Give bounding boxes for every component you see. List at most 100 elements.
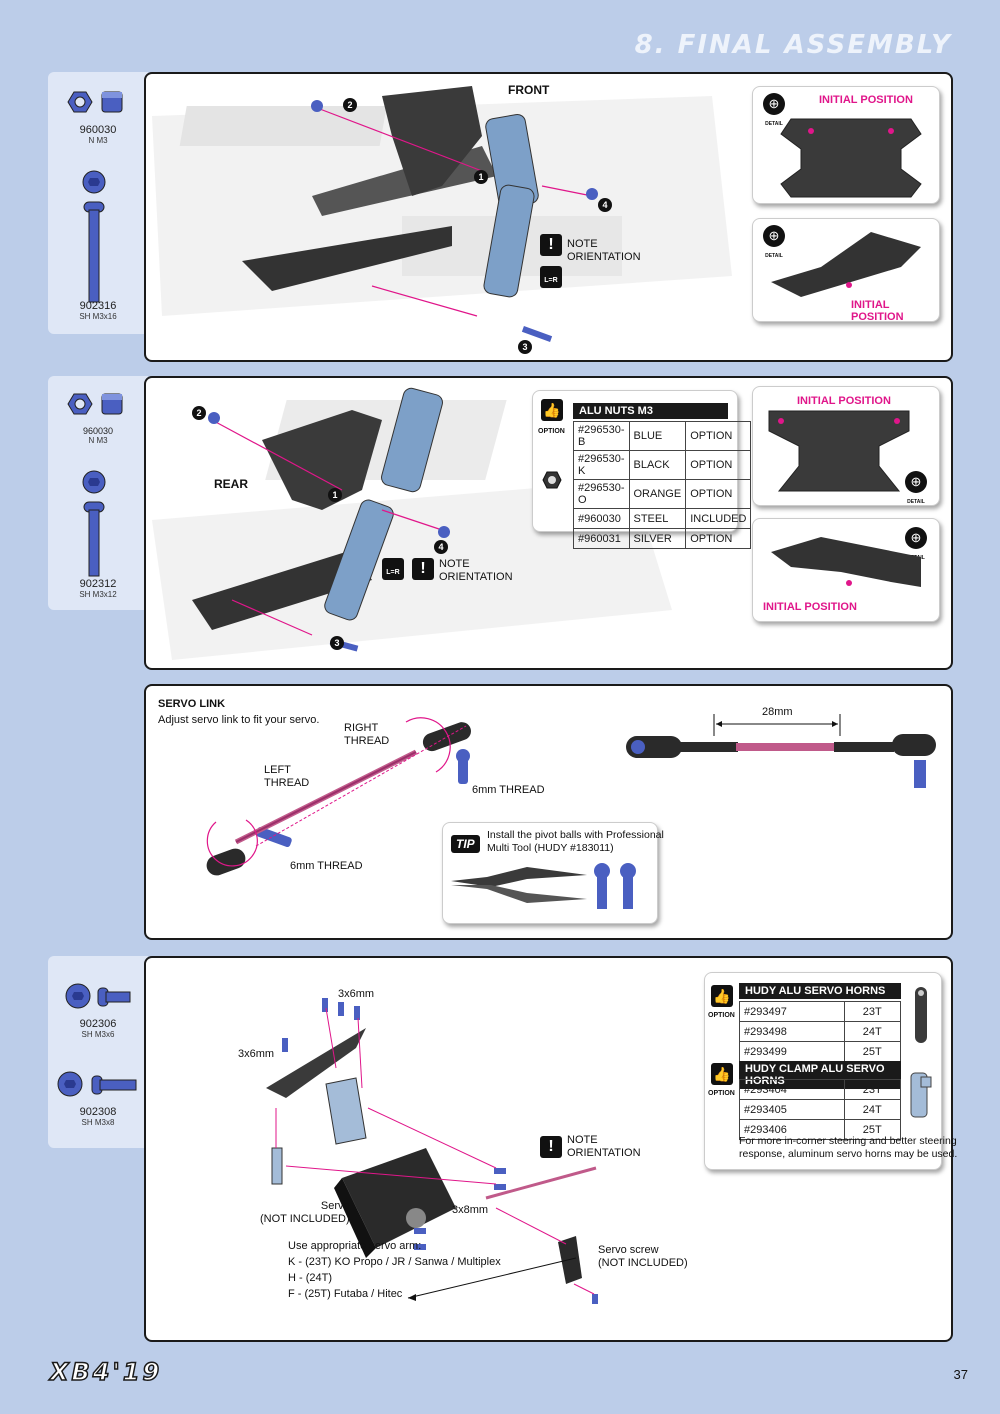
initial-position-label: INITIAL POSITION: [851, 299, 904, 323]
length-dimension-label: 28mm: [762, 706, 793, 718]
step-number-4: 4: [434, 540, 448, 554]
servo-screw-label: Servo screw (NOT INCLUDED): [598, 1244, 688, 1269]
page-number: 37: [953, 1367, 968, 1382]
screw-size-label-top: 3x6mm: [338, 988, 375, 1000]
detail-callout-shock-tower: ⊕ INITIAL POSITION: [752, 86, 940, 204]
nut-icon: [67, 91, 123, 113]
suspension-arm-detail-illustration: [771, 537, 921, 587]
note-orientation-label: NOTE ORIENTATION: [439, 558, 513, 583]
shock-tower-detail-illustration: [780, 118, 922, 198]
part-code: 902308: [79, 1106, 117, 1118]
servo-link-exploded-illustration: [206, 717, 471, 876]
parts-sidebar-2: 960030 N M3 902312 SH M3x12: [48, 376, 148, 610]
front-label: FRONT: [508, 83, 550, 97]
option-label: OPTION: [538, 428, 565, 435]
note-icon: !: [412, 558, 434, 580]
left-right-icon: L=R: [540, 266, 562, 288]
detail-callout-shock-tower: INITIAL POSITION ⊕: [752, 386, 940, 513]
part-code: 960030: [82, 426, 114, 436]
screw-icon: [65, 983, 131, 1009]
screw-size-label-left: 3x6mm: [238, 1048, 275, 1060]
servo-horn-icon: [910, 987, 932, 1118]
tip-badge: TIP: [451, 835, 480, 853]
screw-icon: [82, 470, 106, 577]
step-panel-4: 3x6mm 3x6mm 3x8mm Servo (NOT INCLUDED) S…: [144, 956, 957, 1342]
step-number-4: 4: [598, 198, 612, 212]
step-panel-3: SERVO LINK Adjust servo link to fit your…: [144, 684, 953, 940]
step-number-2: 2: [192, 406, 206, 420]
parts-sidebar-1: 960030 N M3 902316 SH M3x16: [48, 72, 148, 334]
tip-text: Install the pivot balls with Professiona…: [487, 829, 664, 854]
servo-arm-title: Use appropriate servo arm:: [288, 1240, 422, 1252]
note-icon: !: [540, 1136, 562, 1158]
screw-size-label-3x8: 3x8mm: [452, 1204, 489, 1216]
thumbs-up-icon: 👍: [541, 399, 563, 421]
initial-position-label: INITIAL POSITION: [763, 601, 857, 613]
step-number-3: 3: [518, 340, 532, 354]
detail-callout-arm: ⊕ INITIAL POSITION: [752, 518, 940, 622]
shock-tower-detail-illustration: [768, 410, 910, 492]
part-desc: SH M3x6: [81, 1030, 115, 1039]
note-orientation-label: NOTE ORIENTATION: [567, 238, 641, 263]
part-desc: N M3: [88, 136, 108, 145]
part-desc: SH M3x12: [79, 590, 117, 599]
step-number-2: 2: [343, 98, 357, 112]
section-title: SERVO LINK: [158, 698, 226, 710]
thumbs-up-icon: 👍: [711, 985, 733, 1007]
step-panel-1: FRONT 2 1 4 3 ! NOTE ORIENTATION L=R ⊕ I…: [144, 72, 953, 362]
magnifier-icon: ⊕: [759, 93, 789, 135]
screw-icon: [82, 170, 106, 303]
suspension-arm-detail-illustration: [771, 232, 921, 297]
parts-sidebar-4: 902306 SH M3x6 902308 SH M3x8: [48, 956, 148, 1148]
step-panel-2: 2 REAR 1 4 3 L=R ! NOTE ORIENTATION 👍 OP…: [144, 376, 953, 670]
detail-callout-arm: ⊕ INITIAL POSITION: [752, 218, 940, 323]
step-number-1: 1: [328, 488, 342, 502]
multi-tool-illustration: [451, 863, 636, 909]
option-label: OPTION: [708, 1090, 735, 1097]
initial-position-label: INITIAL POSITION: [819, 94, 913, 106]
left-right-icon: L=R: [382, 558, 404, 580]
thread-label-bottom: 6mm THREAD: [290, 860, 363, 872]
alu-nut-icon: [542, 471, 562, 489]
magnifier-icon: ⊕: [759, 225, 789, 267]
part-code: 960030: [79, 124, 117, 136]
step-number-1: 1: [474, 170, 488, 184]
screw-icon: [57, 1071, 137, 1097]
servo-mount-exploded-illustration: [266, 998, 598, 1304]
servo-arm-line: K - (23T) KO Propo / JR / Sanwa / Multip…: [288, 1256, 501, 1268]
horns-table-title: HUDY ALU SERVO HORNS: [739, 983, 901, 999]
option-table-title: ALU NUTS M3: [573, 403, 728, 419]
servo-arm-line: H - (24T): [288, 1272, 332, 1284]
note-orientation-label: NOTE ORIENTATION: [567, 1134, 641, 1159]
horns-note: For more in-corner steering and better s…: [739, 1135, 958, 1160]
nut-icon: [67, 393, 123, 415]
tip-callout: TIP Install the pivot balls with Profess…: [442, 822, 664, 924]
servo-label: Servo (NOT INCLUDED): [260, 1200, 350, 1225]
magnifier-icon: ⊕: [901, 471, 931, 513]
rear-label: REAR: [214, 477, 249, 491]
brand-logo: XB4'19: [49, 1357, 163, 1387]
step-number-3: 3: [330, 636, 344, 650]
part-code: 902312: [79, 578, 117, 590]
note-icon: !: [540, 234, 562, 256]
part-desc: N M3: [88, 436, 108, 445]
part-desc: SH M3x8: [81, 1118, 115, 1127]
thread-label-top: 6mm THREAD: [472, 784, 545, 796]
part-code: 902316: [79, 300, 117, 312]
section-subtitle: Adjust servo link to fit your servo.: [158, 714, 320, 726]
right-thread-label: RIGHT THREAD: [344, 722, 390, 747]
assembled-servo-link-illustration: [626, 714, 936, 788]
initial-position-label: INITIAL POSITION: [797, 395, 891, 407]
thumbs-up-icon: 👍: [711, 1063, 733, 1085]
